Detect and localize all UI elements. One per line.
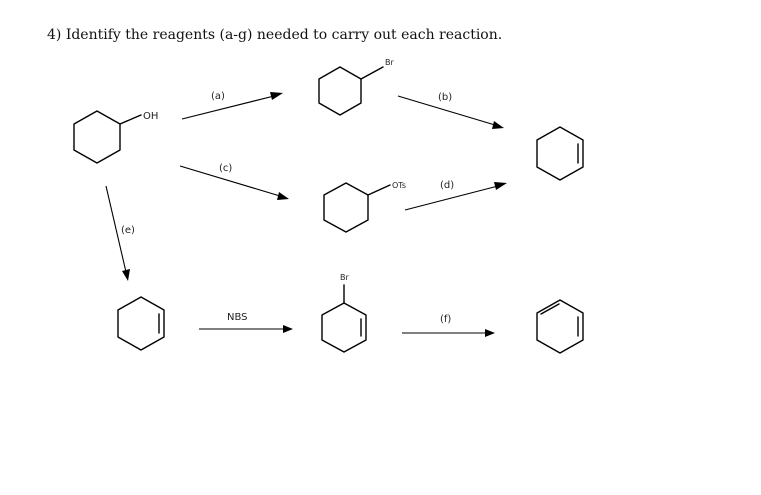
arrow-b: (b) [397,92,504,129]
cyclohexane-ring [318,66,362,116]
bromocyclohexane-molecule: Br [318,58,394,116]
cyclohexane-ring [73,110,121,164]
br-label: Br [385,58,394,67]
cyclohexane-ring [323,182,369,233]
ots-label: OTs [392,181,406,190]
cyclohexadiene-molecule [536,299,584,354]
question-text: 4) Identify the reagents (a-g) needed to… [47,27,503,43]
br-bond [360,66,384,80]
cyclohexene-molecule [117,296,165,351]
cyclohexene-product-molecule [536,126,584,181]
reagent-c-label: (c) [219,163,232,174]
arrow-f: (f) [402,314,495,337]
arrow-c: (c) [179,163,289,200]
br-label: Br [340,273,349,282]
arrow-a: (a) [181,91,283,120]
arrow-d: (d) [404,180,507,211]
cyclohexyl-tosylate-molecule: OTs [323,181,406,233]
oh-label: OH [143,111,158,122]
reagent-nbs-label: NBS [227,312,248,323]
reagent-a-label: (a) [211,91,225,102]
arrow-nbs: NBS [199,312,293,333]
cyclohexadiene-ring [536,299,584,354]
cyclohexene-ring [536,126,584,181]
reagent-b-label: (b) [438,92,452,103]
ots-bond [367,184,391,196]
reagent-f-label: (f) [440,314,451,325]
cyclohexene-ring [321,302,367,353]
cyclohexanol-molecule: OH [73,110,158,164]
arrow-e: (e) [105,185,135,281]
oh-bond [119,114,142,125]
reagent-d-label: (d) [440,180,454,191]
double-bond [540,303,560,315]
reagent-e-label: (e) [121,225,135,236]
bromocyclohexene-molecule: Br [321,273,367,353]
cyclohexene-ring [117,296,165,351]
